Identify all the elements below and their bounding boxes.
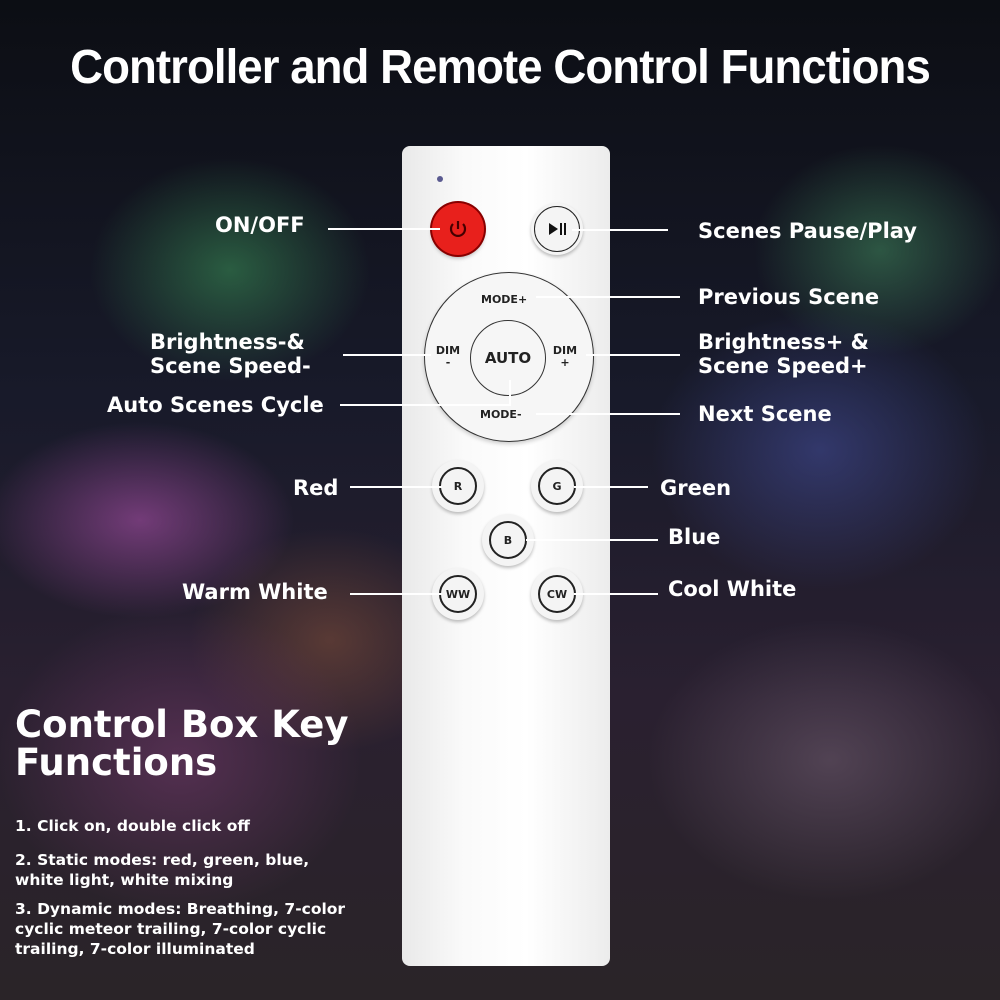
label-scenes-pause-play: Scenes Pause/Play [698, 219, 917, 243]
leader-line [343, 354, 431, 356]
leader-line [340, 404, 511, 406]
play-pause-button[interactable] [531, 203, 583, 255]
label-on-off: ON/OFF [215, 213, 305, 237]
label-next-scene: Next Scene [698, 402, 832, 426]
power-icon [449, 221, 467, 237]
label-auto-scenes-cycle: Auto Scenes Cycle [107, 393, 324, 417]
leader-line [574, 486, 648, 488]
minus-sign: - [445, 356, 451, 369]
mode-minus-button[interactable]: MODE- [480, 408, 522, 421]
dim-plus-button[interactable]: DIM+ [552, 344, 578, 368]
dim-plus-label: DIM [552, 344, 578, 357]
leader-line [350, 593, 442, 595]
label-green: Green [660, 476, 732, 500]
indicator-led [437, 176, 443, 182]
warm-white-button-label: WW [439, 575, 477, 613]
cool-white-button[interactable]: CW [531, 568, 583, 620]
cool-white-button-label: CW [538, 575, 576, 613]
red-button-label: R [439, 467, 477, 505]
leader-line [574, 593, 658, 595]
leader-line [586, 354, 680, 356]
control-box-item: 3. Dynamic modes: Breathing, 7-color cyc… [15, 900, 346, 958]
label-red: Red [293, 476, 339, 500]
warm-white-button[interactable]: WW [432, 568, 484, 620]
page-title: Controller and Remote Control Functions [70, 41, 931, 94]
label-line-1: Brightness+ & [698, 330, 869, 354]
control-box-heading: Control Box Key Functions [15, 703, 349, 784]
dim-minus-label: DIM [435, 344, 461, 357]
blue-button[interactable]: B [482, 514, 534, 566]
leader-line [526, 539, 658, 541]
leader-line [572, 229, 668, 231]
leader-line [536, 413, 680, 415]
label-brightness-plus: Brightness+ &Scene Speed+ [698, 330, 869, 378]
label-previous-scene: Previous Scene [698, 285, 880, 309]
red-button[interactable]: R [432, 460, 484, 512]
label-cool-white: Cool White [668, 577, 797, 601]
leader-line [536, 296, 680, 298]
label-line-2: Scene Speed+ [698, 354, 868, 378]
label-line-1: Brightness-& [150, 330, 305, 354]
mode-plus-button[interactable]: MODE+ [481, 293, 528, 306]
label-line-2: Scene Speed- [150, 354, 311, 378]
play-pause-icon [549, 223, 566, 235]
dim-minus-button[interactable]: DIM- [435, 344, 461, 368]
label-brightness-minus: Brightness-&Scene Speed- [150, 330, 311, 378]
control-box-item: 1. Click on, double click off [15, 817, 250, 835]
leader-line [509, 380, 511, 406]
leader-line [328, 228, 440, 230]
blue-button-label: B [489, 521, 527, 559]
label-warm-white: Warm White [182, 580, 328, 604]
plus-sign: + [560, 356, 570, 369]
control-box-item: 2. Static modes: red, green, blue, white… [15, 851, 310, 889]
leader-line [350, 486, 442, 488]
power-button[interactable] [432, 203, 484, 255]
green-button-label: G [538, 467, 576, 505]
label-blue: Blue [668, 525, 721, 549]
auto-button[interactable]: AUTO [470, 320, 546, 396]
